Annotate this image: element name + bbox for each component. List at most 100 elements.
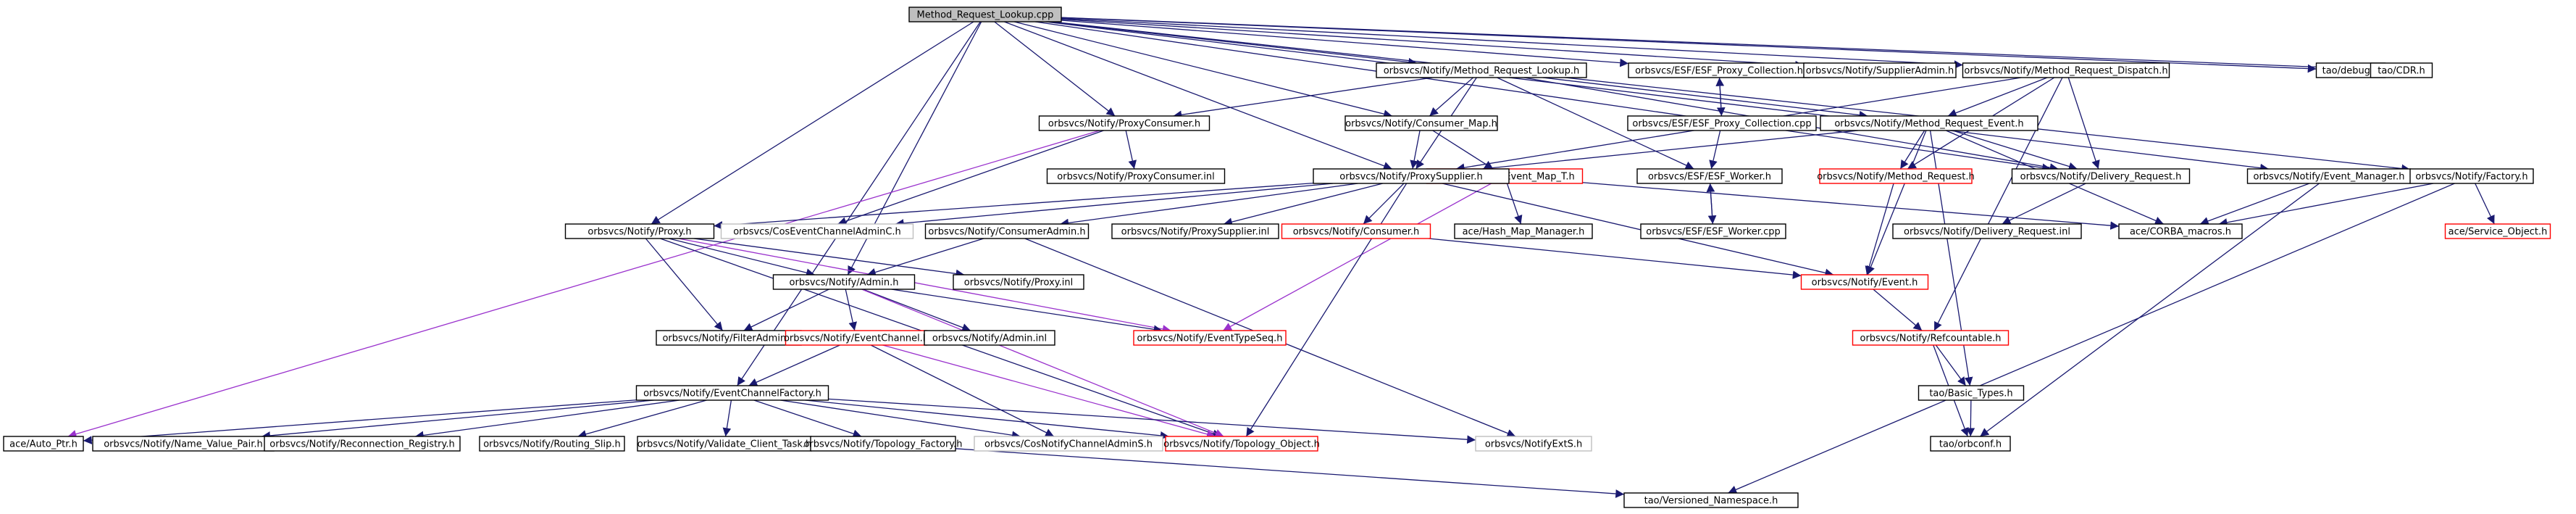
node-box[interactable]	[974, 436, 1163, 452]
node-topfac[interactable]: orbsvcs/Notify/Topology_Factory.h	[803, 436, 963, 452]
node-box[interactable]	[2011, 168, 2191, 184]
node-label: orbsvcs/Notify/Method_Request_Dispatch.h	[1964, 66, 2167, 77]
node-label: orbsvcs/Notify/Proxy.h	[587, 227, 691, 238]
edge-line	[828, 398, 1476, 444]
node-evmgr[interactable]: orbsvcs/Notify/Event_Manager.h	[2246, 168, 2412, 184]
node-box[interactable]	[810, 436, 956, 452]
node-box[interactable]	[1636, 168, 1783, 184]
node-orbconf[interactable]: tao/orbconf.h	[1930, 436, 2011, 452]
node-nvp[interactable]: orbsvcs/Notify/Name_Value_Pair.h	[92, 436, 275, 452]
node-debug[interactable]: tao/debug.h	[2315, 62, 2386, 78]
node-box[interactable]	[1623, 492, 1799, 508]
node-box[interactable]	[2409, 168, 2534, 184]
node-box[interactable]	[635, 385, 829, 401]
node-vct[interactable]: orbsvcs/Notify/Validate_Client_Task.h	[637, 436, 812, 452]
node-box[interactable]	[1111, 223, 1279, 239]
node-consumer[interactable]: orbsvcs/Notify/Consumer.h	[1281, 223, 1431, 239]
node-box[interactable]	[1281, 223, 1431, 239]
node-rslip[interactable]: orbsvcs/Notify/Routing_Slip.h	[479, 436, 625, 452]
node-box[interactable]	[1930, 436, 2011, 452]
node-cadmin[interactable]: orbsvcs/Notify/ConsumerAdmin.h	[924, 223, 1090, 239]
node-box[interactable]	[2118, 223, 2243, 239]
node-label: orbsvcs/Notify/Proxy.inl	[964, 278, 1073, 289]
node-box[interactable]	[1046, 168, 1226, 184]
node-ecf[interactable]: orbsvcs/Notify/EventChannelFactory.h	[635, 385, 829, 401]
node-proxyinl[interactable]: orbsvcs/Notify/Proxy.inl	[953, 274, 1084, 290]
node-box[interactable]	[908, 7, 1062, 22]
node-pcons[interactable]: orbsvcs/Notify/ProxyConsumer.h	[1038, 115, 1210, 131]
node-notifyext[interactable]: orbsvcs/NotifyExtS.h	[1475, 436, 1592, 452]
node-topobj[interactable]: orbsvcs/Notify/Topology_Object.h	[1163, 436, 1320, 452]
node-proxy[interactable]: orbsvcs/Notify/Proxy.h	[564, 223, 715, 239]
node-supadmin[interactable]: orbsvcs/Notify/SupplierAdmin.h	[1803, 62, 1957, 78]
node-box[interactable]	[1376, 62, 1587, 78]
node-box[interactable]	[953, 274, 1084, 290]
node-box[interactable]	[1640, 223, 1786, 239]
node-box[interactable]	[1892, 223, 2082, 239]
node-box[interactable]	[1627, 115, 1817, 131]
node-box[interactable]	[1819, 168, 1973, 184]
node-psup[interactable]: orbsvcs/Notify/ProxySupplier.h	[1313, 168, 1510, 184]
node-esfpc[interactable]: orbsvcs/ESF/ESF_Proxy_Collection.h	[1628, 62, 1810, 78]
node-box[interactable]	[1454, 223, 1593, 239]
node-ec[interactable]: orbsvcs/Notify/EventChannel.h	[784, 330, 929, 346]
node-factory[interactable]: orbsvcs/Notify/Factory.h	[2409, 168, 2534, 184]
node-psupinl[interactable]: orbsvcs/Notify/ProxySupplier.inl	[1111, 223, 1279, 239]
node-evtseq[interactable]: orbsvcs/Notify/EventTypeSeq.h	[1133, 330, 1287, 346]
node-dreqinl[interactable]: orbsvcs/Notify/Delivery_Request.inl	[1892, 223, 2082, 239]
node-admininl[interactable]: orbsvcs/Notify/Admin.inl	[924, 330, 1055, 346]
node-box[interactable]	[3, 436, 84, 452]
node-refc[interactable]: orbsvcs/Notify/Refcountable.h	[1852, 330, 2010, 346]
node-box[interactable]	[1165, 436, 1318, 452]
node-box[interactable]	[1962, 62, 2170, 78]
node-root[interactable]: Method_Request_Lookup.cpp	[908, 7, 1062, 22]
node-coseca[interactable]: orbsvcs/CosEventChannelAdminC.h	[720, 223, 914, 239]
node-reconreg[interactable]: orbsvcs/Notify/Reconnection_Registry.h	[264, 436, 461, 452]
node-box[interactable]	[564, 223, 715, 239]
node-box[interactable]	[1133, 330, 1287, 346]
node-filteradmin[interactable]: orbsvcs/Notify/FilterAdmin.h	[656, 330, 802, 346]
node-box[interactable]	[479, 436, 625, 452]
node-pconsinl[interactable]: orbsvcs/Notify/ProxyConsumer.inl	[1046, 168, 1226, 184]
node-box[interactable]	[2370, 62, 2433, 78]
node-esfw[interactable]: orbsvcs/ESF/ESF_Worker.h	[1636, 168, 1783, 184]
node-box[interactable]	[1475, 436, 1592, 452]
node-cmap[interactable]: orbsvcs/Notify/Consumer_Map.h	[1345, 115, 1498, 131]
node-box[interactable]	[1918, 385, 2025, 401]
node-box[interactable]	[720, 223, 914, 239]
node-hashmap[interactable]: ace/Hash_Map_Manager.h	[1454, 223, 1593, 239]
node-svcobj[interactable]: ace/Service_Object.h	[2444, 223, 2551, 239]
node-esfwcpp[interactable]: orbsvcs/ESF/ESF_Worker.cpp	[1640, 223, 1786, 239]
node-autoptr[interactable]: ace/Auto_Ptr.h	[3, 436, 84, 452]
node-box[interactable]	[924, 223, 1090, 239]
node-versns[interactable]: tao/Versioned_Namespace.h	[1623, 492, 1799, 508]
edge-line	[1899, 130, 1925, 170]
edge-ecf-to-topfac	[753, 399, 862, 438]
node-mrl[interactable]: orbsvcs/Notify/Method_Request_Lookup.h	[1376, 62, 1587, 78]
node-mr[interactable]: orbsvcs/Notify/Method_Request.h	[1817, 168, 1975, 184]
node-dreq[interactable]: orbsvcs/Notify/Delivery_Request.h	[2011, 168, 2191, 184]
node-corbam[interactable]: ace/CORBA_macros.h	[2118, 223, 2243, 239]
node-box[interactable]	[1800, 274, 1929, 290]
node-mrd[interactable]: orbsvcs/Notify/Method_Request_Dispatch.h	[1962, 62, 2170, 78]
edge-proxy-to-proxyinl	[693, 238, 965, 278]
node-admin[interactable]: orbsvcs/Notify/Admin.h	[772, 274, 916, 290]
node-box[interactable]	[924, 330, 1055, 346]
node-box[interactable]	[1820, 115, 2038, 131]
node-box[interactable]	[1313, 168, 1510, 184]
node-cosnca[interactable]: orbsvcs/CosNotifyChannelAdminS.h	[974, 436, 1163, 452]
node-box[interactable]	[1852, 330, 2010, 346]
edge-line	[737, 21, 981, 386]
node-mre[interactable]: orbsvcs/Notify/Method_Request_Event.h	[1820, 115, 2038, 131]
node-event[interactable]: orbsvcs/Notify/Event.h	[1800, 274, 1929, 290]
node-box[interactable]	[772, 274, 916, 290]
node-box[interactable]	[1803, 62, 1957, 78]
edge-emapt-to-corbam	[1582, 182, 2120, 230]
node-btypes[interactable]: tao/Basic_Types.h	[1918, 385, 2025, 401]
node-cdr[interactable]: tao/CDR.h	[2370, 62, 2433, 78]
node-box[interactable]	[1345, 115, 1498, 131]
node-box[interactable]	[264, 436, 461, 452]
node-box[interactable]	[1038, 115, 1210, 131]
node-box[interactable]	[2444, 223, 2551, 239]
node-esfpccpp[interactable]: orbsvcs/ESF/ESF_Proxy_Collection.cpp	[1627, 115, 1817, 131]
